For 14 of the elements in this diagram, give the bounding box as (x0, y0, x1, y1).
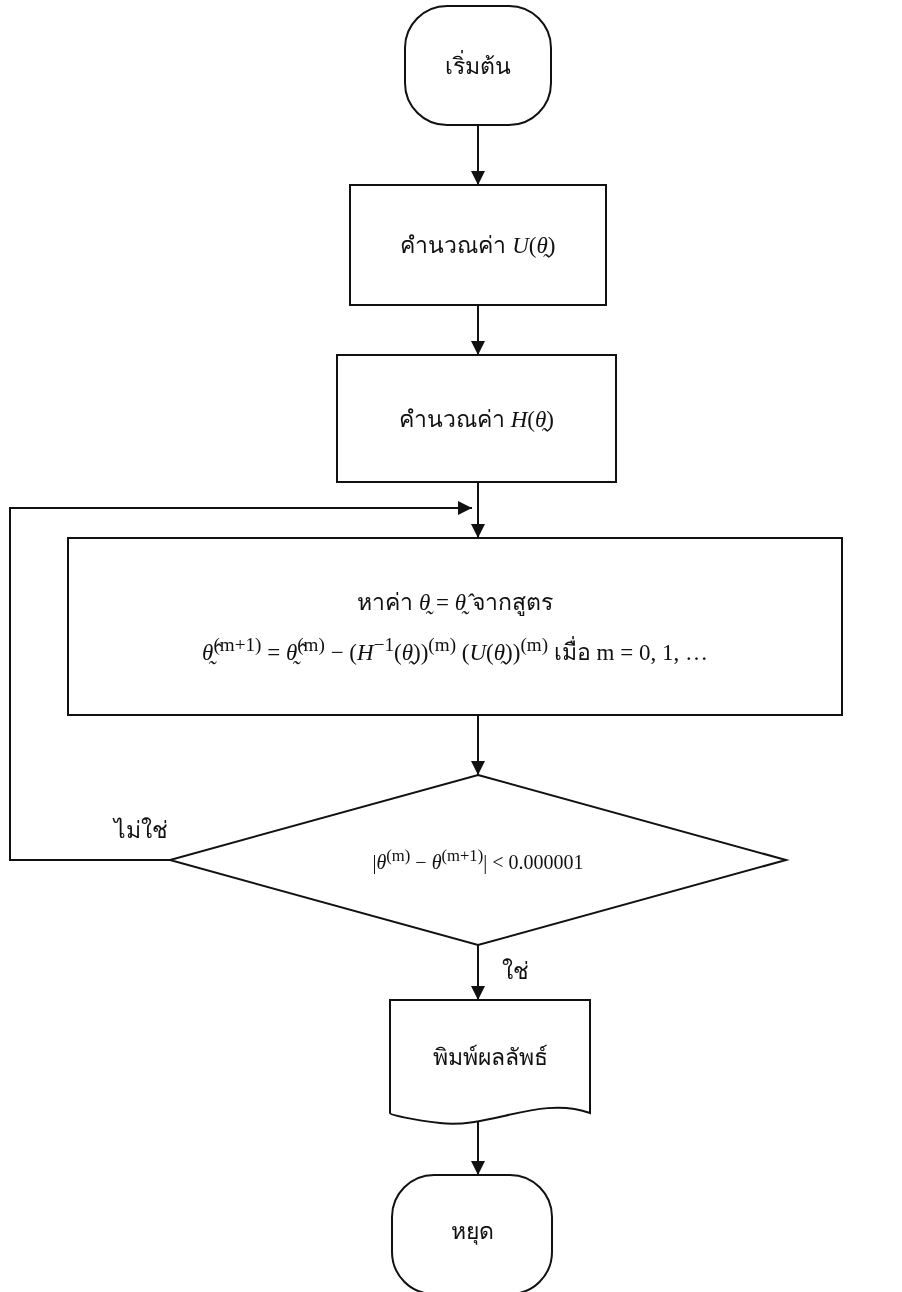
arrow (471, 944, 485, 1001)
arrow (9, 501, 473, 861)
instruction-text: หาค่า θ̰ = θ̰̂ จากสูตร (357, 588, 553, 618)
arrow (471, 304, 485, 356)
process-box: คำนวณค่า H(θ̰) (337, 355, 616, 482)
arrow (471, 481, 485, 539)
arrow (471, 714, 485, 776)
process-box: คำนวณค่า U(θ̰) (350, 185, 606, 305)
process-box (68, 538, 842, 715)
output-document: พิมพ์ผลลัพธ์ (390, 1000, 590, 1125)
start-terminal: เริ่มต้น (405, 6, 551, 125)
stop-terminal: หยุด (392, 1175, 552, 1292)
arrow (471, 124, 485, 186)
formula-text: θ̰̂$^{(m+1)}$ = θ̰̂$^{(m)}$ − (H$^{−1}$(θ̰))$^{(m)}$ (U(θ̰))$^{(m)}$ เมื่อ m = 0, 1, … (202, 633, 708, 667)
